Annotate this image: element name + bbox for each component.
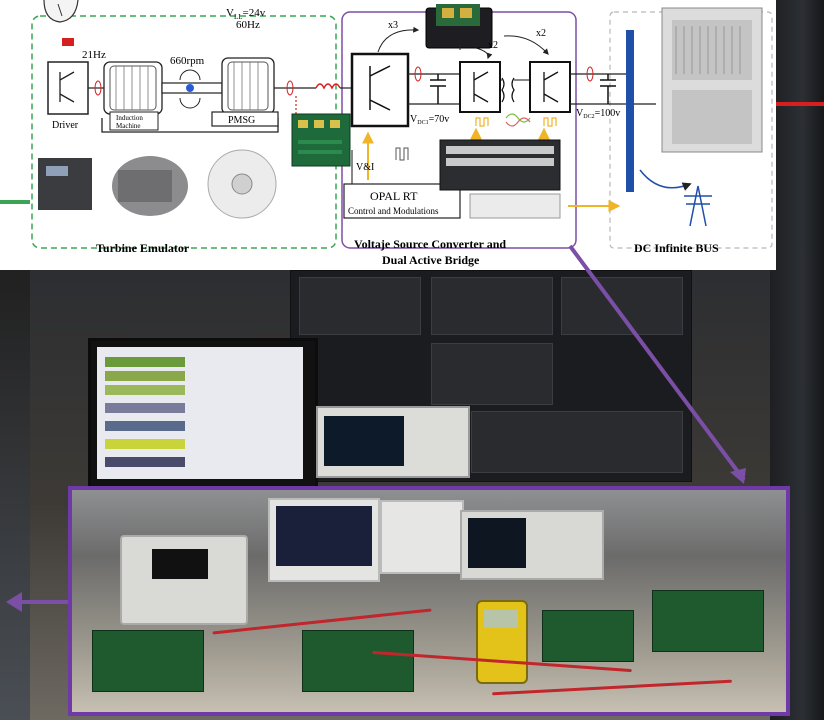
hand-pointer-icon: [43, 0, 79, 23]
left-green-line: [0, 200, 30, 204]
power-board-2: [302, 630, 414, 692]
oscilloscope-rack: [316, 406, 470, 478]
dab-bridge-1: [459, 61, 501, 113]
driver-block: [47, 61, 89, 115]
oscilloscope-tektronix: [460, 510, 604, 580]
pwm-wave-2-icon: [543, 117, 557, 127]
pmsg-label-box: [211, 111, 279, 127]
power-board-4: [652, 590, 764, 652]
filter-inductor-icon: [315, 83, 341, 90]
lab-power-supply: [120, 535, 248, 625]
driver-label: Driver: [52, 120, 79, 131]
dc-bus-bar: [626, 30, 634, 192]
opal-rt-simulator-image: [439, 139, 561, 219]
induction-label-box: [109, 111, 159, 131]
vdc2-label: VDC2=100v: [576, 108, 620, 120]
vi-label: V&I: [356, 162, 374, 173]
pmsg-icon: [221, 57, 275, 115]
oscilloscope-small: [268, 498, 380, 582]
dab-bridge-2: [529, 61, 571, 113]
induction-label-2: Machine: [116, 122, 141, 130]
dc-link-capacitor-1-icon: [430, 74, 446, 104]
dc-link-capacitor-2-icon: [600, 74, 616, 104]
pwm-wave-1-icon: [475, 117, 489, 127]
stop-button-icon: [62, 38, 74, 46]
freq-driver-label: 21Hz: [82, 49, 106, 61]
schematic-diagram: 21Hz 660rpm VLL=24v 60Hz Driver Inductio…: [0, 0, 776, 270]
induction-label-1: Induction: [116, 114, 143, 122]
power-board-3: [542, 610, 634, 662]
speed-label: 660rpm: [170, 55, 205, 67]
vdc1-label: VDC1=70v: [410, 114, 449, 126]
shaft-center-icon: [186, 84, 194, 92]
turbine-section-box: [31, 15, 337, 249]
bus-connection-line: [776, 102, 824, 106]
zoom-arrow: [568, 244, 746, 484]
multimeter: [476, 600, 528, 684]
function-generator: [380, 500, 464, 574]
induction-machine-icon: [103, 61, 163, 115]
induction-motor-image: [112, 156, 188, 216]
dcbus-title: DC Infinite BUS: [634, 241, 719, 255]
transmission-tower-icon: [684, 185, 712, 227]
left-arrow-icon: [6, 592, 68, 612]
sine-wave-icon: [505, 113, 531, 123]
dc-power-supply-image: [661, 7, 763, 153]
voltage-label: VLL=24v: [226, 7, 266, 21]
vfd-drive-image: [38, 158, 92, 210]
pmsg-label: PMSG: [228, 115, 255, 126]
power-board-1: [92, 630, 204, 692]
pmsg-generator-image: [207, 149, 277, 219]
bench-photo-frame: [68, 486, 790, 716]
computer-monitor: [88, 338, 318, 492]
opal-title: OPAL RT: [370, 189, 418, 203]
x2a-label: x2: [488, 40, 498, 51]
x2b-label: x2: [536, 28, 546, 39]
dab-module-image: [425, 4, 493, 49]
converter-title-1: Voltaje Source Converter and: [354, 237, 506, 251]
x3-label: x3: [388, 20, 398, 31]
hf-transformer-icon: [511, 77, 515, 103]
pwm-wave-3-icon: [395, 147, 409, 161]
freq-gen-label: 60Hz: [236, 19, 260, 31]
converter-title-2: Dual Active Bridge: [382, 253, 480, 267]
vsc-block: [350, 52, 410, 128]
turbine-section-title: Turbine Emulator: [96, 241, 190, 255]
sensor-board-image: [291, 113, 351, 167]
opal-subtitle: Control and Modulations: [348, 206, 439, 216]
